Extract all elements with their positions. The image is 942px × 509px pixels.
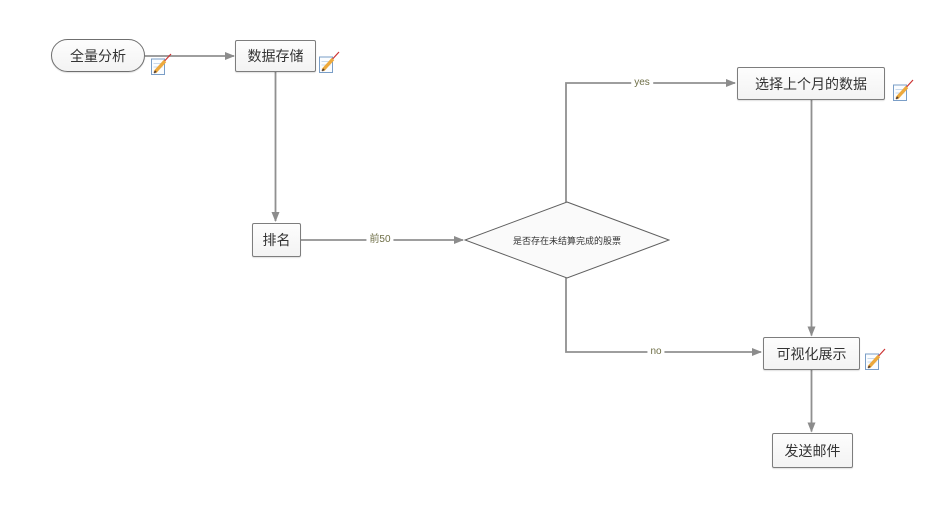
edit-note-icon[interactable] [318, 50, 340, 74]
node-select-last-month-label: 选择上个月的数据 [755, 75, 867, 92]
node-start[interactable]: 全量分析 [51, 39, 145, 72]
edit-note-icon[interactable] [864, 347, 886, 371]
node-ranking-label: 排名 [262, 232, 291, 248]
edge-decision-visual [565, 278, 762, 356]
node-visualization[interactable]: 可视化展示 [763, 337, 860, 370]
node-visualization-label: 可视化展示 [776, 345, 847, 362]
edge-decision-select [565, 79, 736, 202]
edge-label-yes: yes [631, 77, 653, 89]
node-select-last-month[interactable]: 选择上个月的数据 [737, 67, 885, 100]
node-send-email-label: 发送邮件 [784, 442, 841, 459]
edit-note-icon[interactable] [150, 52, 172, 76]
node-decision-label: 是否存在未结算完成的股票 [512, 235, 621, 246]
edge-label-no: no [647, 346, 665, 358]
edit-note-icon[interactable] [892, 78, 914, 102]
node-ranking[interactable]: 排名 [252, 223, 301, 257]
decision-diamond-shape [464, 201, 670, 279]
edge-label-top50: 前50 [366, 234, 394, 246]
node-data-storage[interactable]: 数据存储 [235, 40, 316, 72]
node-decision[interactable]: 是否存在未结算完成的股票 [464, 201, 670, 279]
node-start-label: 全量分析 [70, 47, 126, 64]
node-send-email[interactable]: 发送邮件 [772, 433, 853, 468]
node-data-storage-label: 数据存储 [247, 48, 304, 64]
